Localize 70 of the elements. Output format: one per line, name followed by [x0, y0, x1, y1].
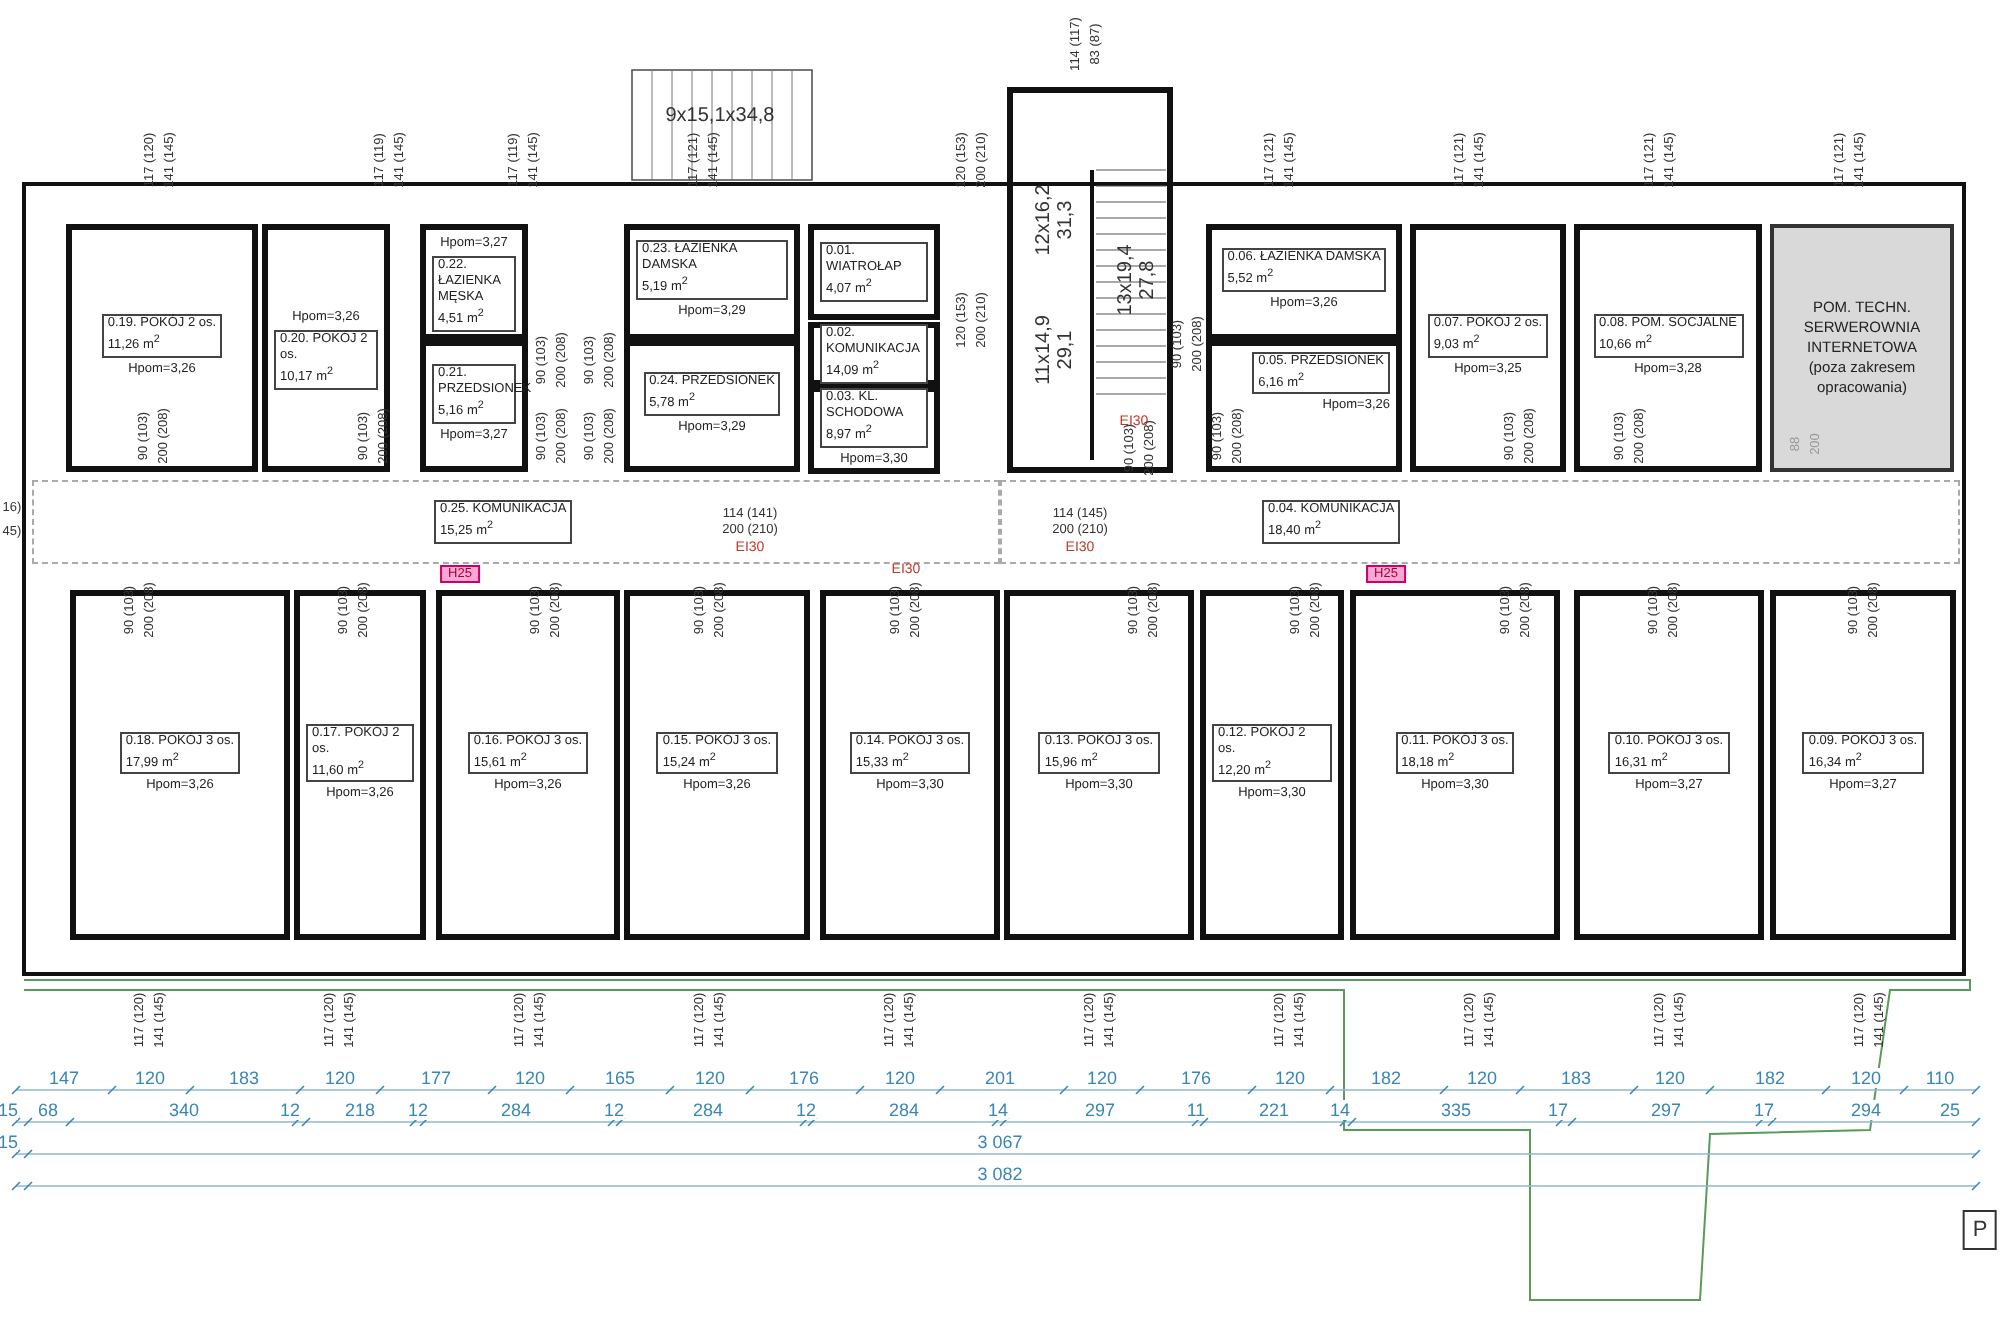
- dimension-value: 284: [888, 1100, 920, 1120]
- dimension-value: 3 082: [977, 1164, 1023, 1184]
- dimension-value: 284: [500, 1100, 532, 1120]
- dimension-value: 218: [344, 1100, 376, 1120]
- dimension-value: 25: [1940, 1100, 1960, 1120]
- dimension-value: 176: [788, 1068, 820, 1088]
- dimension-value: 120: [1654, 1068, 1686, 1088]
- dimension-value: 120: [324, 1068, 356, 1088]
- dimension-value: 120: [1086, 1068, 1118, 1088]
- dimension-value: 12: [604, 1100, 624, 1120]
- sheet-label: P: [1962, 1210, 1998, 1250]
- dimension-value: 120: [1274, 1068, 1306, 1088]
- dimension-value: 120: [514, 1068, 546, 1088]
- dimension-value: 221: [1258, 1100, 1290, 1120]
- dimension-value: 147: [48, 1068, 80, 1088]
- dimension-value: 15: [0, 1132, 18, 1152]
- dimension-value: 120: [134, 1068, 166, 1088]
- dimension-value: 183: [228, 1068, 260, 1088]
- dimension-value: 182: [1370, 1068, 1402, 1088]
- stair-dimension: 11x14,9: [1033, 315, 1055, 385]
- dimension-value: 14: [988, 1100, 1008, 1120]
- dimension-value: 120: [1466, 1068, 1498, 1088]
- room-outline: [1410, 224, 1566, 472]
- room-outline: [262, 224, 390, 472]
- room-outline: [66, 224, 258, 472]
- room-outline: [624, 340, 800, 472]
- dimension-value: 120: [884, 1068, 916, 1088]
- room-outline: [420, 340, 528, 472]
- dimension-value: 120: [1850, 1068, 1882, 1088]
- dimension-value: 12: [280, 1100, 300, 1120]
- room-outline: [420, 224, 528, 340]
- dimension-value: 17: [1754, 1100, 1774, 1120]
- technical-room: [1770, 224, 1954, 472]
- dimension-value: 15: [0, 1100, 18, 1120]
- dimension-value: 12: [408, 1100, 428, 1120]
- dimension-value: 176: [1180, 1068, 1212, 1088]
- room-outline: [808, 386, 940, 474]
- room-outline: [1206, 224, 1402, 340]
- dimension-value: 3 067: [977, 1132, 1023, 1152]
- dimension-value: 12: [796, 1100, 816, 1120]
- dimension-value: 335: [1440, 1100, 1472, 1120]
- dimension-value: 183: [1560, 1068, 1592, 1088]
- room-outline: [808, 224, 940, 320]
- dimension-value: 201: [984, 1068, 1016, 1088]
- dimension-value: 177: [420, 1068, 452, 1088]
- stair-dimension: 31,3: [1055, 200, 1077, 240]
- stair-dimension: 13x19,4: [1115, 244, 1137, 316]
- dimension-value: 297: [1084, 1100, 1116, 1120]
- dimension-value: 297: [1650, 1100, 1682, 1120]
- dimension-value: 17: [1548, 1100, 1568, 1120]
- dimension-value: 340: [168, 1100, 200, 1120]
- dimension-value: 68: [38, 1100, 58, 1120]
- dimension-value: 11: [1186, 1100, 1206, 1120]
- dimension-value: 120: [694, 1068, 726, 1088]
- dimension-value: 294: [1850, 1100, 1882, 1120]
- dimension-value: 110: [1925, 1068, 1955, 1088]
- room-outline: [1206, 340, 1402, 472]
- dimension-value: 14: [1330, 1100, 1350, 1120]
- stair-dimension: 29,1: [1055, 330, 1077, 370]
- corridor-area: [32, 480, 1000, 564]
- stair-dimension: 12x16,2: [1033, 184, 1055, 256]
- dimension-value: 284: [692, 1100, 724, 1120]
- stair-dimension: 9x15,1x34,8: [665, 105, 775, 127]
- room-outline: [624, 224, 800, 340]
- room-outline: [808, 322, 940, 386]
- dimension-value: 182: [1754, 1068, 1786, 1088]
- room-outline: [1574, 224, 1762, 472]
- corridor-area: [1000, 480, 1960, 564]
- dimension-value: 165: [604, 1068, 636, 1088]
- stair-dimension: 27,8: [1137, 260, 1159, 300]
